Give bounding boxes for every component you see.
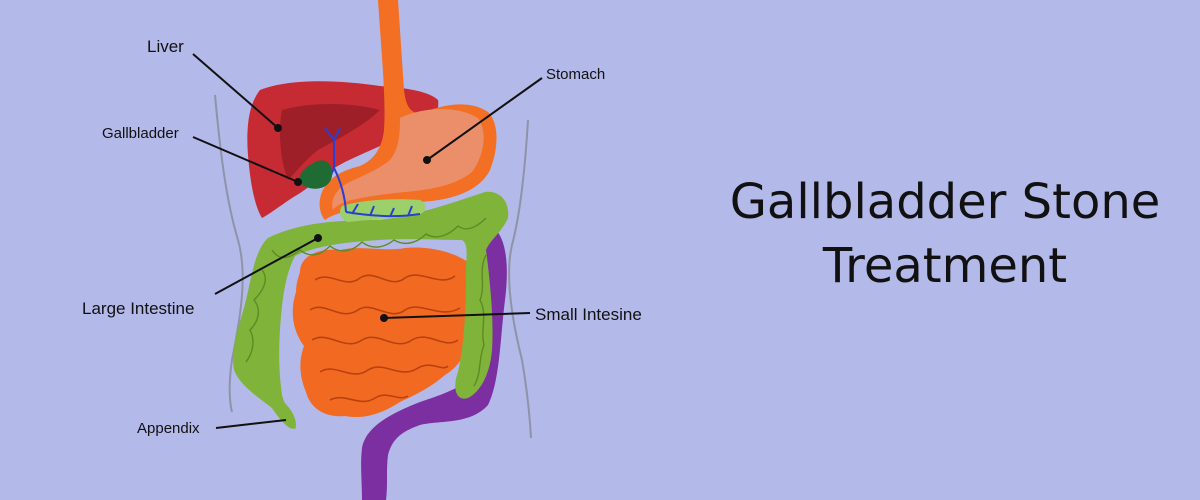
label-liver: Liver xyxy=(147,37,184,56)
page-title-line-1: Gallbladder Stone xyxy=(729,174,1161,230)
label-stomach: Stomach xyxy=(546,66,605,83)
appendix-shape xyxy=(280,400,296,427)
body-outline xyxy=(214,94,532,439)
gallbladder-shape xyxy=(299,160,333,189)
large-intestine-haustra xyxy=(245,217,487,387)
leader-lines xyxy=(192,53,543,429)
small-intestine-folds xyxy=(309,274,461,403)
page-title-line-2: Treatment xyxy=(822,238,1068,294)
label-small-intestine: Small Intesine xyxy=(535,305,642,324)
liver-shadow xyxy=(280,104,380,180)
rectum-shape xyxy=(361,225,507,500)
small-intestine-shape xyxy=(292,247,475,418)
label-large-intestine: Large Intestine xyxy=(82,299,194,318)
stomach-inner xyxy=(332,108,484,210)
label-appendix: Appendix xyxy=(137,420,200,437)
page-title: Gallbladder Stone Treatment xyxy=(690,170,1200,298)
label-gallbladder: Gallbladder xyxy=(102,125,179,142)
